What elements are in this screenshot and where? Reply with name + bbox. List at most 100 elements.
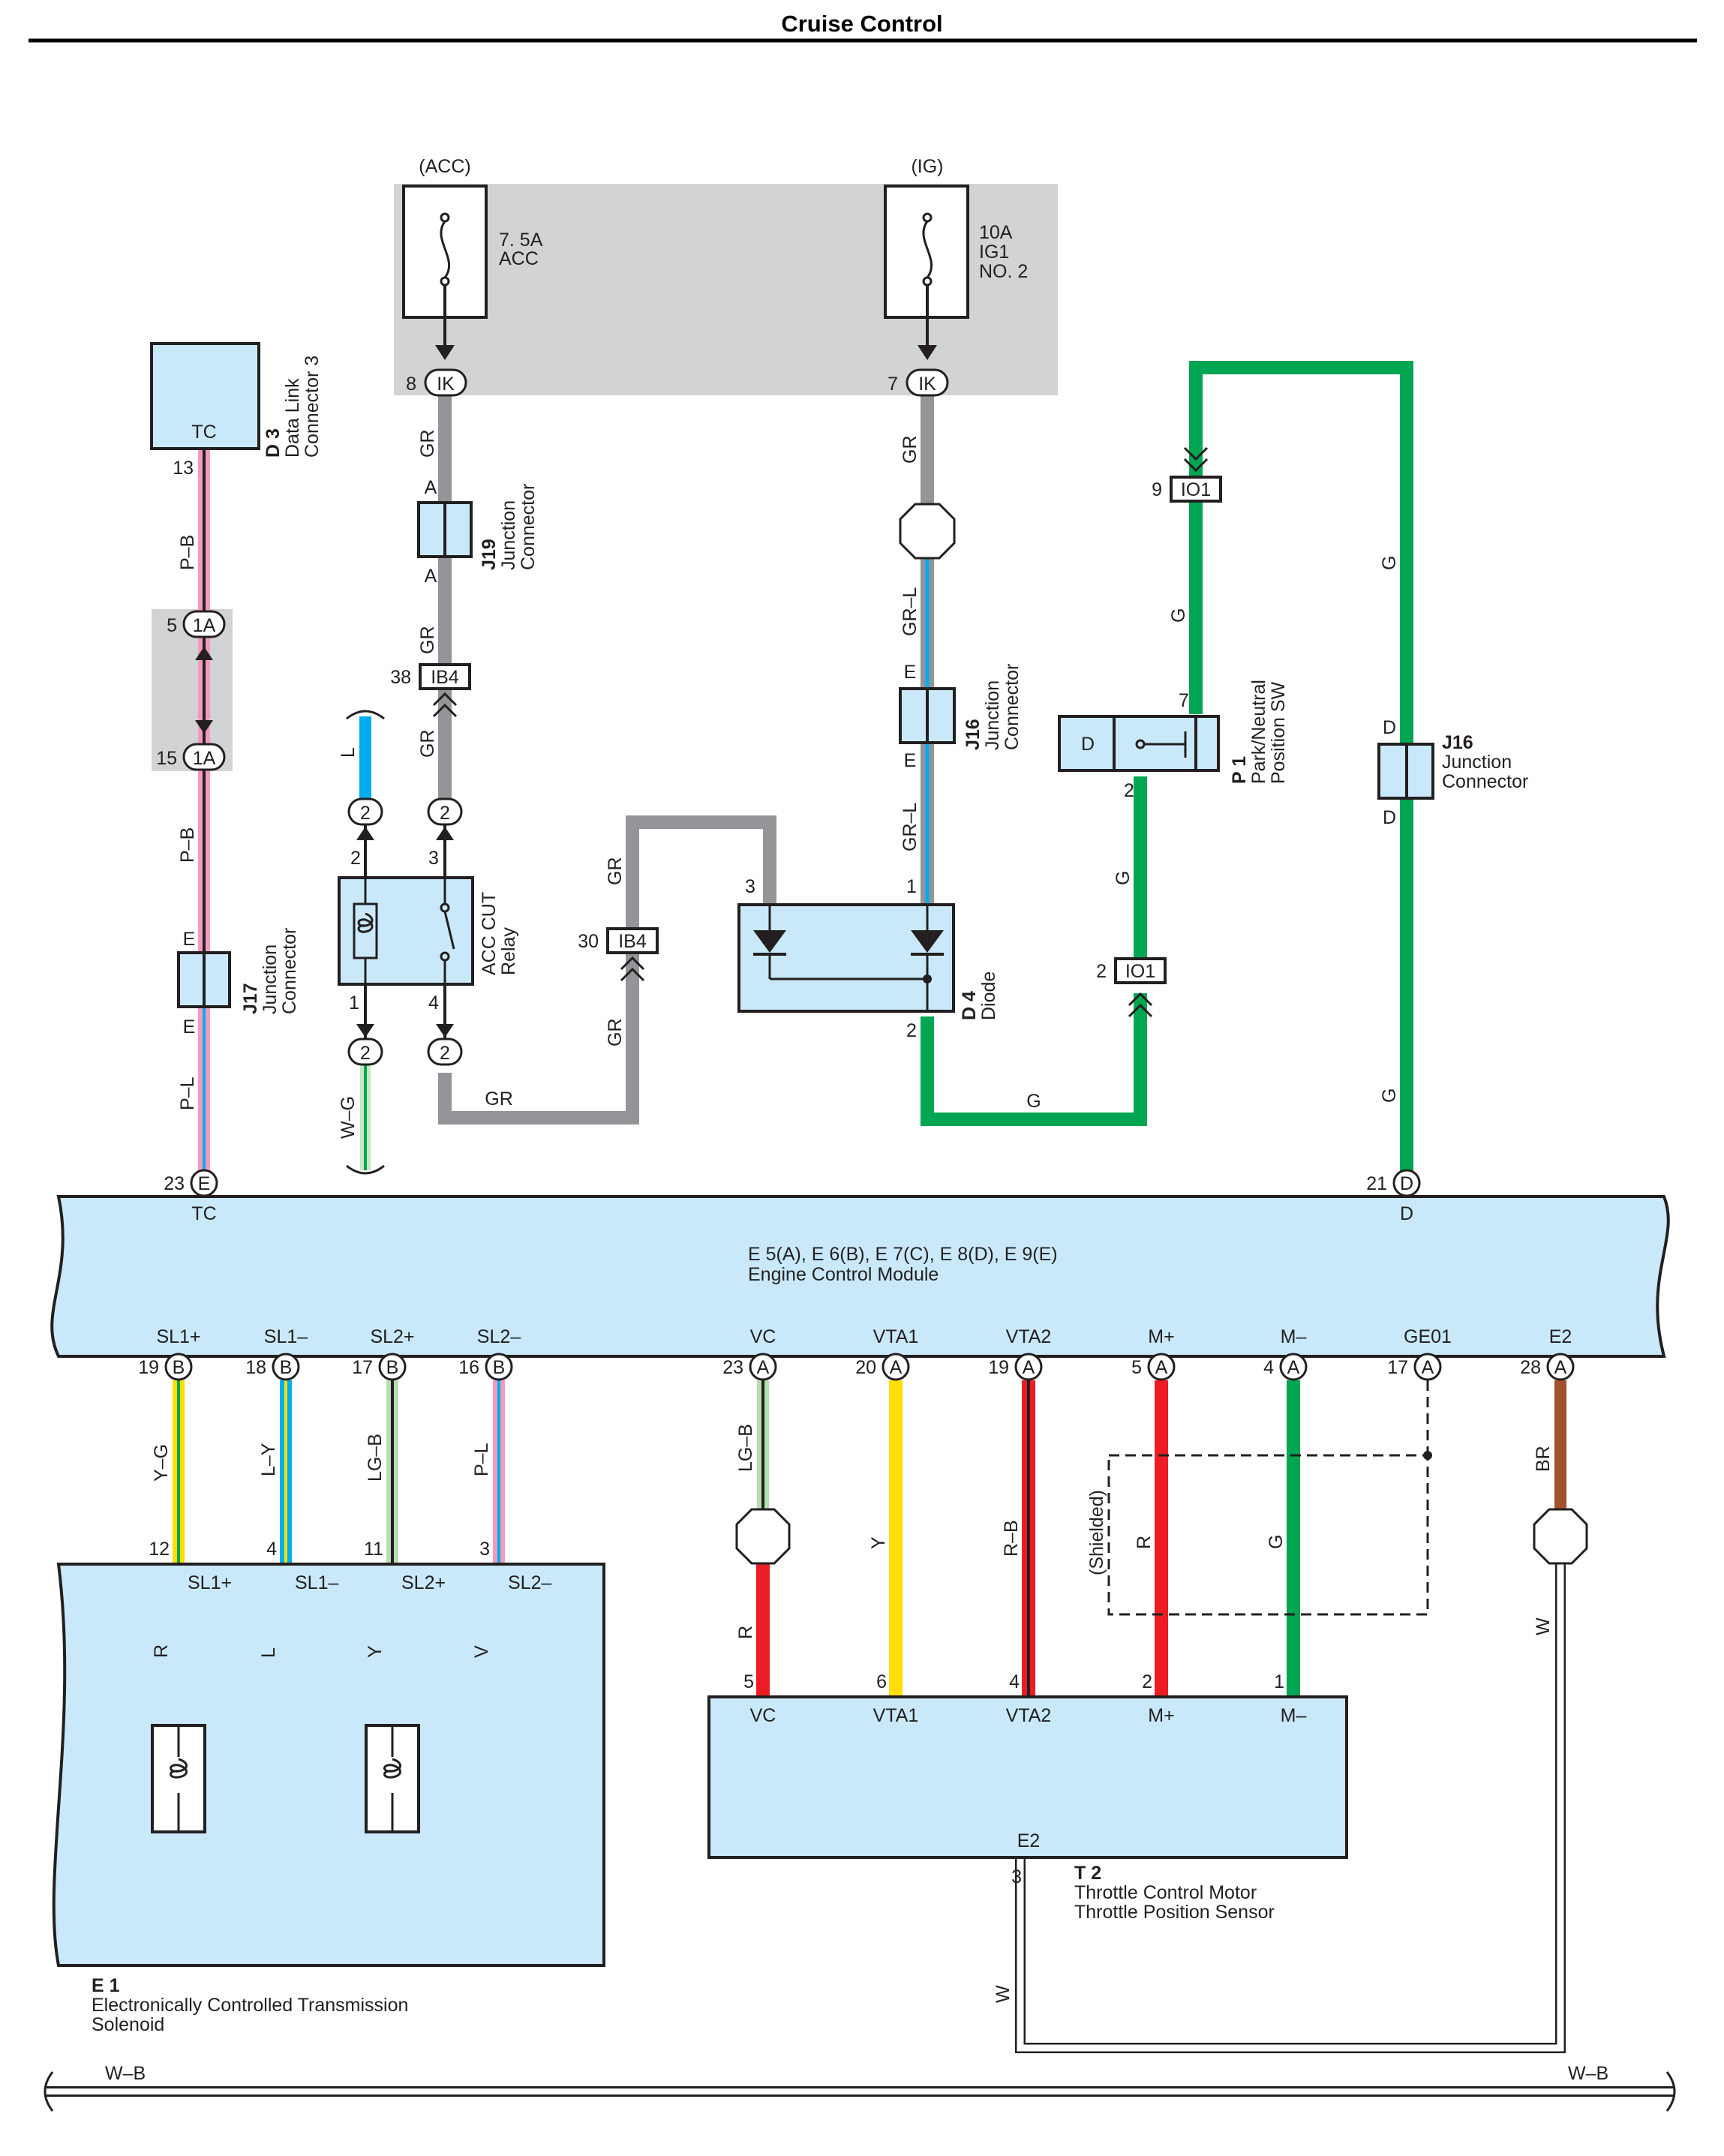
connector-1a-bottom: [182, 743, 226, 771]
d3-name-1: Data Link: [282, 378, 303, 458]
ecm-connector-e-top: [190, 1169, 218, 1197]
wire-code-gr-l-1: GR–L: [900, 587, 921, 636]
connector-ik-left-label: IK: [437, 374, 455, 395]
j19-letter-bottom: A: [425, 566, 437, 587]
ecm-conn-b: [272, 1353, 300, 1381]
wire-code-r-m-plus: R: [1134, 1536, 1155, 1549]
acc-label: (ACC): [419, 156, 470, 177]
wire-code-p-b-top: P–B: [177, 535, 198, 570]
relay-pin-1: 1: [349, 992, 359, 1013]
e1-transmission-solenoid: [52, 1563, 605, 1967]
wire-code-l-e1: L: [258, 1647, 279, 1658]
relay-connector-top-right-pin: 2: [440, 803, 450, 824]
wire-code-gr-6: GR: [900, 436, 921, 464]
solenoid-coil-icon: [365, 1724, 420, 1833]
ecm-pin: 19: [138, 1357, 159, 1378]
ig-label: (IG): [911, 156, 943, 177]
switch-icon: [1135, 716, 1197, 770]
ecm-term-label: SL2+: [370, 1326, 414, 1347]
connector-ib4-mid-pin: 30: [578, 931, 599, 952]
ecm-term-label: SL1+: [156, 1326, 200, 1347]
j16-right-name-2: Connector: [1442, 771, 1528, 792]
joint-connector-ig: [899, 503, 956, 560]
ecm-term-label: E2: [1549, 1326, 1572, 1347]
d3-terminal-tc: TC: [191, 422, 216, 443]
p1-park-neutral-switch: [1058, 715, 1220, 772]
t2-term-label: VTA1: [873, 1705, 919, 1726]
wire-code-w-e2: W: [1533, 1617, 1554, 1635]
wire-code-v-e1: V: [471, 1645, 492, 1658]
wire-code-g-right-1: G: [1379, 556, 1400, 570]
t2-pin: 6: [876, 1671, 887, 1692]
wire-code-gr-4: GR: [605, 857, 626, 886]
wire-code-w-g: W–G: [338, 1096, 359, 1139]
d3-id: D 3: [263, 428, 284, 458]
ecm-conn-letter: B: [386, 1357, 399, 1378]
shielded-label: (Shielded): [1086, 1490, 1107, 1575]
ecm-conn-a: [1546, 1353, 1575, 1381]
engine-control-module: [50, 1195, 1670, 1358]
wire-code-r-vc: R: [735, 1626, 756, 1639]
wire-code-gr-1: GR: [417, 430, 438, 458]
wire-code-y-vta1: Y: [868, 1536, 889, 1549]
connector-ib4-mid-label: IB4: [618, 931, 647, 952]
ecm-name: Engine Control Module: [748, 1264, 939, 1285]
wire-code-l: L: [338, 747, 359, 758]
j16-right-id: J16: [1442, 732, 1473, 753]
joint-connector-e2: [1533, 1508, 1588, 1565]
j17-name-1: Junction: [260, 944, 281, 1014]
j16-mid-name-2: Connector: [1002, 664, 1023, 750]
ecm-conn-a: [1279, 1353, 1308, 1381]
fuse-ig1-number: NO. 2: [979, 261, 1028, 282]
d4-diode: [737, 903, 955, 1013]
wire-e2-w-fill: [1017, 1563, 1564, 2052]
e1-name-1: Electronically Controlled Transmission: [92, 1995, 408, 2016]
ecm-bottom-connectors: B B B B A A A A A A A 19 18 17 16 23 20 …: [138, 1353, 1575, 1381]
t2-name-1: Throttle Control Motor: [1074, 1882, 1257, 1903]
t2-pin: 2: [1142, 1671, 1152, 1692]
d3-name-2: Connector 3: [302, 356, 323, 458]
t2-term-label: M–: [1281, 1705, 1307, 1726]
relay-pin-3: 3: [428, 848, 439, 869]
relay-connector-bottom-left-pin: 2: [360, 1043, 371, 1064]
e1-pin: 12: [149, 1539, 170, 1560]
ecm-conn-a: [1014, 1353, 1043, 1381]
ecm-term-label: M–: [1281, 1326, 1307, 1347]
wire-code-l-y: L–Y: [258, 1443, 279, 1476]
wire-code-gr-5: GR: [605, 1019, 626, 1047]
ecm-conn-letter: B: [280, 1357, 293, 1378]
j19-id: J19: [479, 539, 500, 570]
fuse-acc-rating: 7. 5A: [499, 230, 543, 251]
ecm-term-label: VTA2: [1006, 1326, 1052, 1347]
connector-ib4-top-pin: 38: [390, 667, 411, 688]
ecm-pin: 5: [1131, 1357, 1142, 1378]
connector-ib4-top-label: IB4: [431, 667, 459, 688]
j16-mid-name-1: Junction: [982, 680, 1003, 750]
wire-g-top: [1189, 361, 1413, 1174]
ecm-pin: 19: [988, 1357, 1009, 1378]
j17-id: J17: [240, 983, 261, 1014]
j17-name-2: Connector: [279, 928, 300, 1014]
wire-code-gr-3: GR: [417, 730, 438, 758]
connector-1a-bottom-pin: 15: [156, 748, 177, 769]
connector-ib4-top: [419, 663, 471, 690]
t2-term-e2: E2: [1017, 1830, 1041, 1851]
ecm-pin: 23: [722, 1357, 743, 1378]
joint-connector-vc: [735, 1508, 791, 1565]
ecm-conn-b: [378, 1353, 407, 1381]
j17-letter-top: E: [183, 929, 196, 950]
wire-code-g-right-2: G: [1379, 1089, 1400, 1103]
wire-code-p-l-lower: P–L: [471, 1443, 492, 1476]
j19-name-2: Connector: [518, 484, 539, 570]
ecm-conn-letter: A: [890, 1357, 903, 1378]
wire-code-g-p1: G: [1113, 871, 1134, 885]
t2-throttle-control-motor: [707, 1695, 1348, 1859]
connector-ik-right: [906, 368, 949, 397]
ecm-bottom-terminals: SL1+ SL1– SL2+ SL2– VC VTA1 VTA2 M+ M– G…: [156, 1326, 1572, 1347]
ecm-conn-letter: B: [173, 1357, 185, 1378]
ecm-term-tc: TC: [191, 1203, 216, 1224]
e1-term-label: SL1+: [188, 1572, 232, 1593]
d3-pin: 13: [173, 458, 194, 479]
relay-connector-top-left-pin: 2: [360, 803, 371, 824]
